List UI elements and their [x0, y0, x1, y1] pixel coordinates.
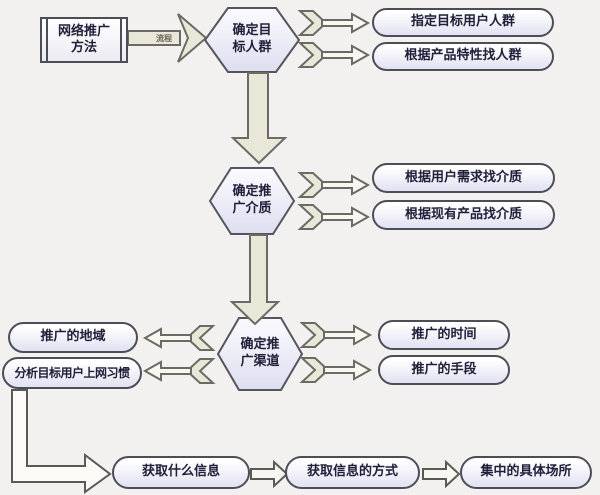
hexagon-step3-shape — [216, 317, 304, 391]
hexagon-step1-shape — [203, 7, 301, 73]
arrow-step2-to-step3 — [229, 234, 281, 326]
output-specify-target-users: 指定目标用户人群 — [372, 8, 554, 37]
arrow-step3-left1 — [144, 325, 214, 351]
output-find-audience-by-product: 根据产品特性找人群 — [372, 42, 554, 71]
arrow-bottom2-to-bottom3 — [422, 459, 461, 489]
connector-habits-to-bottom — [11, 389, 112, 494]
node-start-method: 网络推广 方法 — [40, 17, 128, 63]
arrow-step2-out1 — [299, 172, 369, 198]
hexagon-step2-shape — [208, 167, 296, 235]
arrow-step3-right2 — [301, 357, 371, 383]
arrow-step1-out1 — [299, 10, 369, 36]
output-promotion-means: 推广的手段 — [378, 355, 510, 385]
startbox-right-bar — [120, 19, 122, 61]
node-step2-promotion-medium: 确定推 广介质 — [232, 184, 272, 216]
output-promotion-region: 推广的地域 — [8, 322, 138, 353]
arrow-bottom1-to-bottom2 — [250, 459, 289, 489]
arrow-start-to-step1 — [127, 13, 208, 63]
node-step3-promotion-channel: 确定推 广渠道 — [240, 337, 280, 369]
output-medium-by-user-needs: 根据用户需求找介质 — [372, 163, 555, 193]
arrow-step3-right1 — [301, 322, 371, 348]
node-way-to-get-info: 获取信息的方式 — [285, 456, 420, 489]
start-label: 网络推广 方法 — [57, 23, 110, 55]
arrow-step1-to-step2 — [230, 72, 288, 165]
output-medium-by-existing-product: 根据现有产品找介质 — [372, 200, 555, 230]
arrow-step1-out2 — [299, 42, 369, 68]
output-analyze-user-habits: 分析目标用户上网习惯 — [2, 357, 142, 389]
startbox-left-bar — [46, 19, 48, 61]
node-what-info-to-get: 获取什么信息 — [112, 456, 250, 489]
output-promotion-time: 推广的时间 — [378, 320, 510, 350]
arrow-step2-out2 — [299, 204, 369, 230]
flow-arrow-label: 流程 — [156, 34, 172, 43]
arrow-step3-left2 — [144, 358, 214, 384]
node-specific-gathering-places: 集中的具体场所 — [460, 456, 592, 489]
node-step1-target-audience: 确定目 标人群 — [232, 23, 272, 55]
